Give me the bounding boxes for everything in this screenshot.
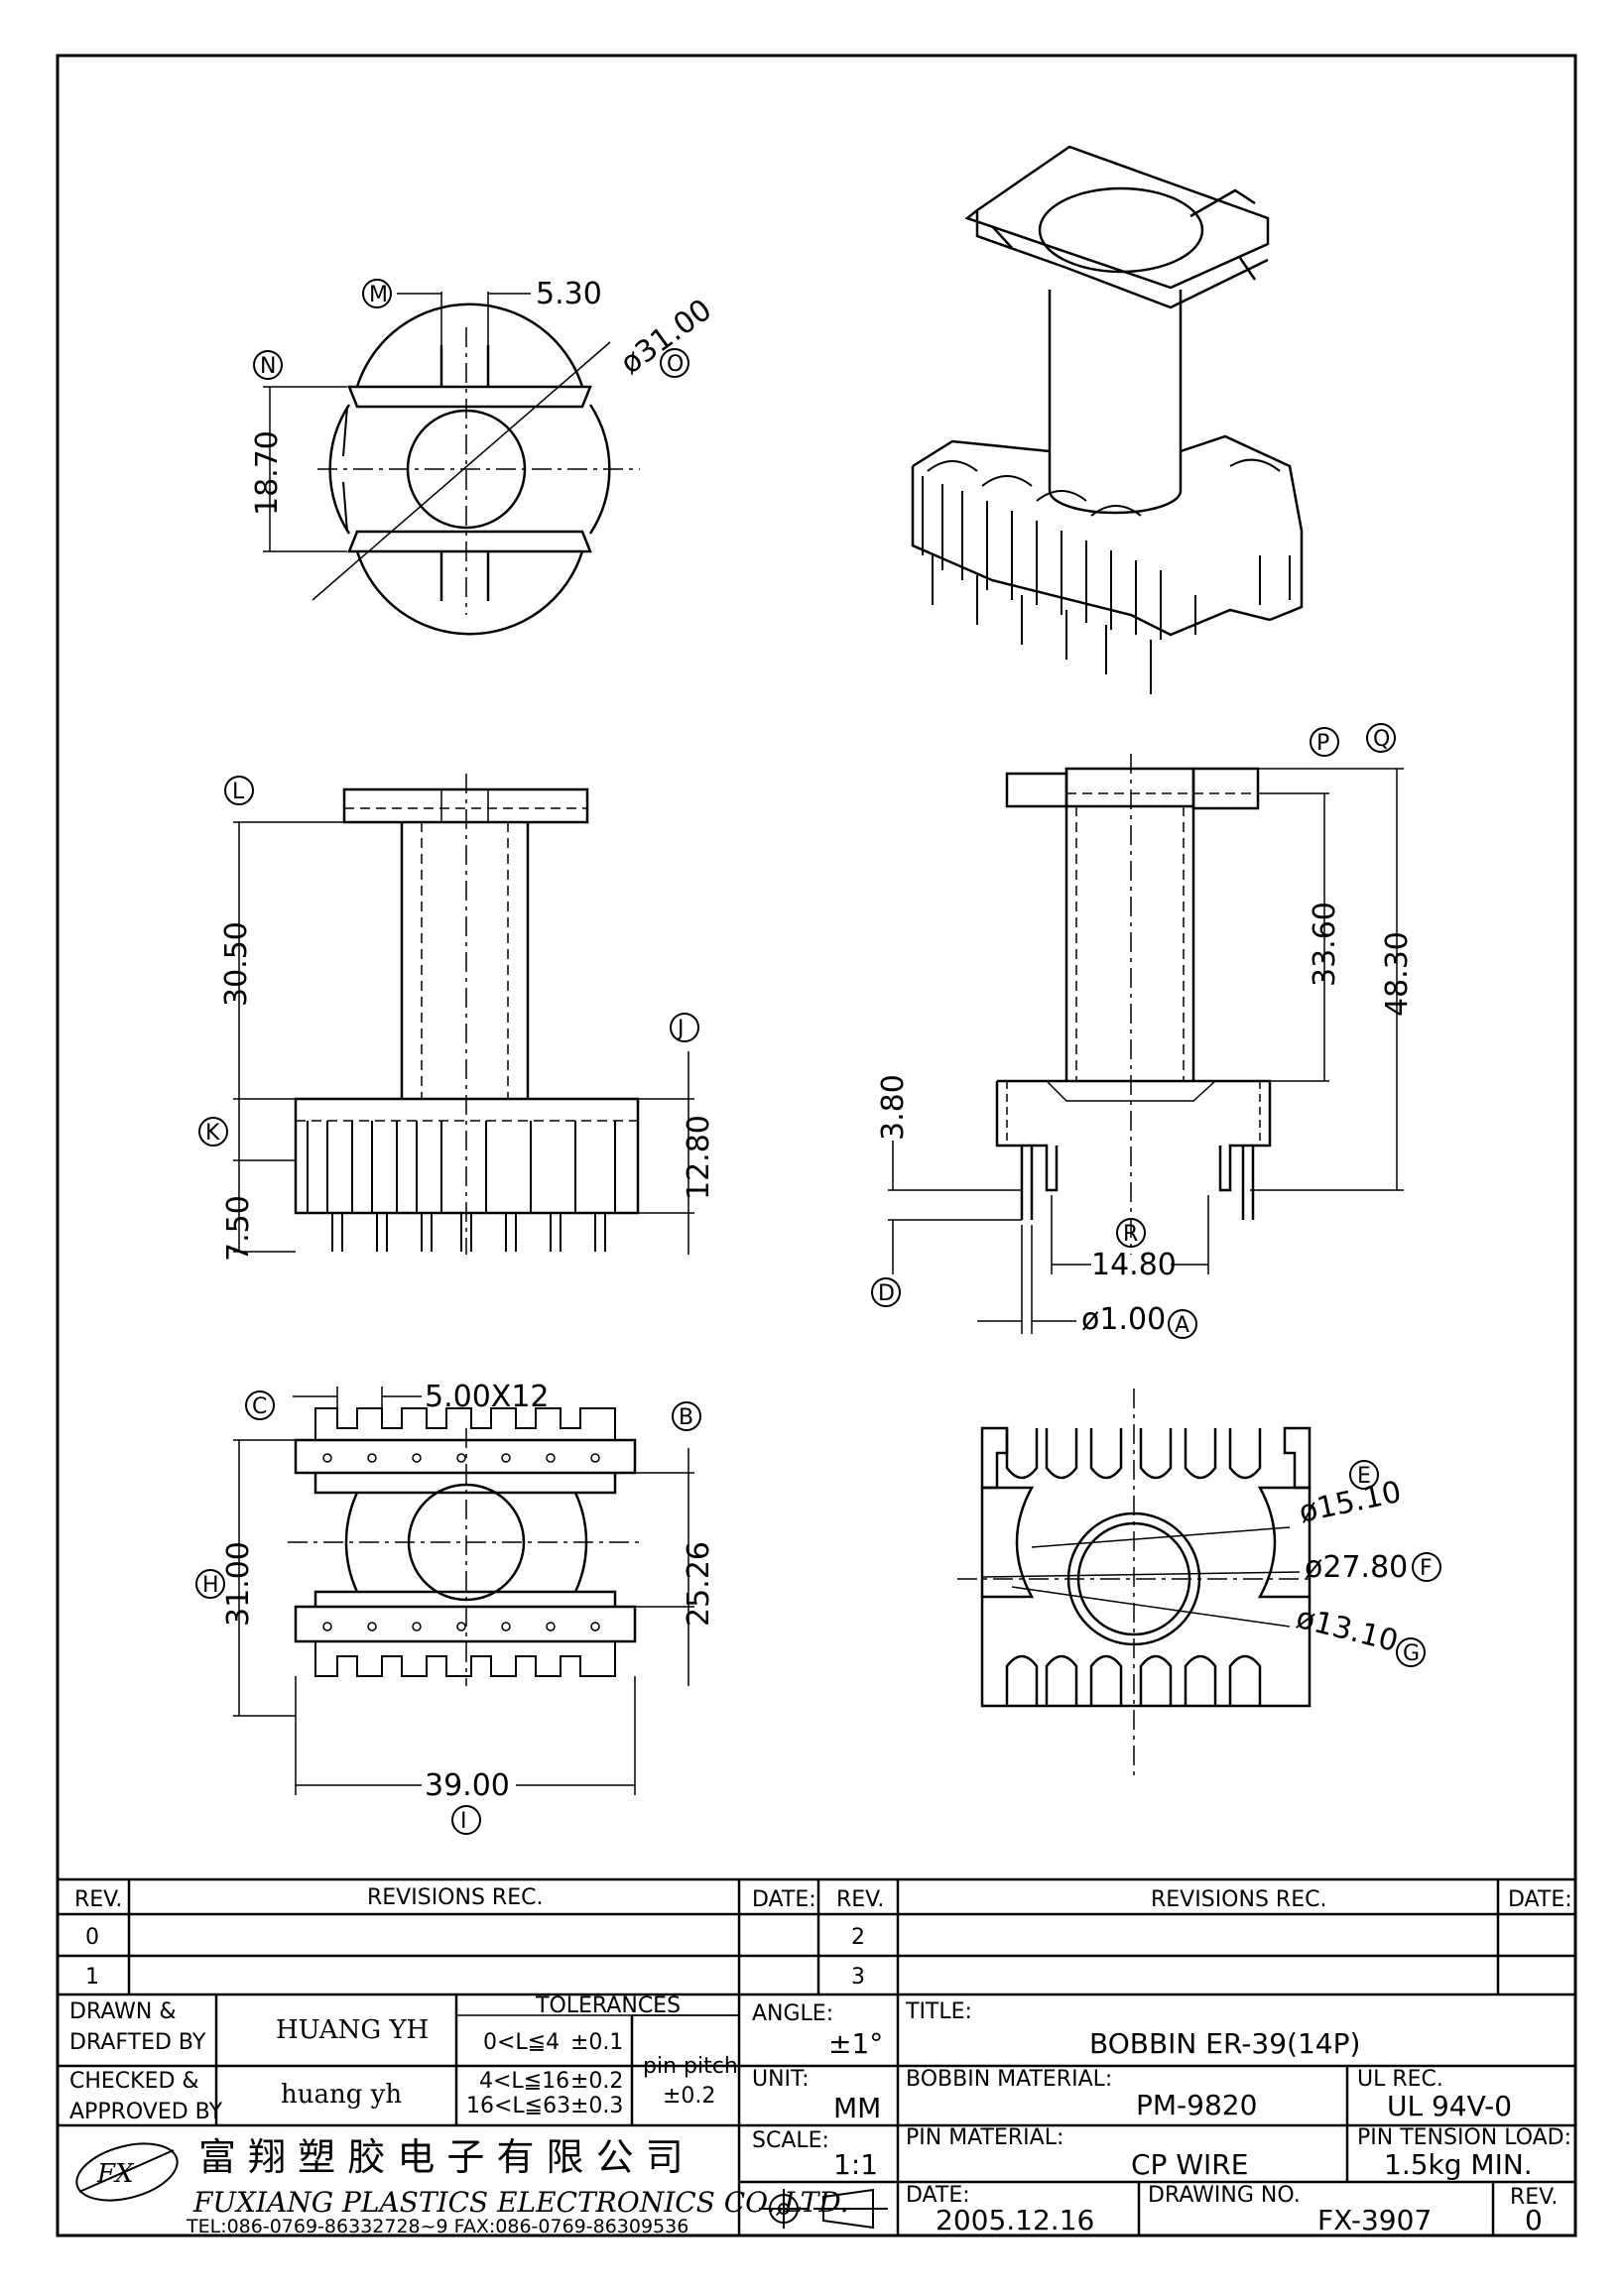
rev-row-right-1: 3 — [851, 1965, 865, 1990]
rev-col-left: REV. — [74, 1887, 122, 1912]
scale-value: 1:1 — [833, 2148, 878, 2181]
ul-value: UL 94V-0 — [1387, 2090, 1512, 2122]
angle-label: ANGLE: — [752, 2001, 833, 2026]
rec-col-right: REVISIONS REC. — [1151, 1887, 1326, 1912]
rev-label: REV. — [1510, 2185, 1558, 2210]
title-value: BOBBIN ER-39(14P) — [1089, 2027, 1360, 2060]
side-dim-total: 48.30 — [1380, 931, 1415, 1017]
bottom-dim-length: 39.00 — [425, 1768, 510, 1803]
pin-dim-outer: ø27.80 — [1305, 1550, 1408, 1585]
sheet-border — [56, 54, 1577, 2237]
side-label-p: P — [1316, 731, 1329, 756]
company-contact: TEL:086-0769-86332728~9 FAX:086-0769-863… — [186, 2216, 688, 2237]
projection-symbol-icon — [759, 2188, 888, 2230]
side-dim-pin-dia: ø1.00 — [1081, 1302, 1166, 1337]
side-view — [871, 723, 1404, 1339]
date-value: 2005.12.16 — [936, 2204, 1094, 2236]
ul-label: UL REC. — [1357, 2067, 1443, 2092]
side-dim-standoff: 3.80 — [876, 1074, 911, 1141]
front-label-top: L — [232, 780, 245, 804]
rev-col-right: REV. — [836, 1887, 884, 1912]
rec-col-left: REVISIONS REC. — [367, 1885, 543, 1910]
top-dim-height: 18.70 — [250, 430, 285, 516]
bottom-label-c: C — [252, 1394, 267, 1419]
bottom-dim-pitch: 5.00X12 — [425, 1380, 550, 1414]
side-label-d: D — [878, 1281, 895, 1306]
front-dim-pin: 7.50 — [221, 1195, 256, 1262]
side-label-r: R — [1123, 1222, 1138, 1247]
title-label: TITLE: — [905, 1999, 972, 2024]
front-view — [198, 774, 699, 1255]
bottom-label-b: B — [679, 1405, 693, 1430]
rev-row-left-0: 0 — [85, 1925, 99, 1950]
pin-label-e: E — [1357, 1464, 1371, 1489]
pin-label-g: G — [1403, 1641, 1420, 1666]
pin-tension: 1.5kg MIN. — [1384, 2148, 1533, 2181]
isometric-view — [911, 145, 1304, 694]
date-col-right: DATE: — [1508, 1887, 1572, 1912]
pin-material-label: PIN MATERIAL: — [906, 2125, 1063, 2150]
tol-range-0: 0<L≦4 — [483, 2030, 560, 2055]
bottom-dim-width: 31.00 — [221, 1541, 256, 1627]
tol-range-2: 16<L≦63 — [466, 2094, 570, 2118]
front-label-pin: K — [205, 1121, 220, 1146]
title-block-grid — [58, 1994, 1575, 2236]
side-dim-span: 14.80 — [1091, 1248, 1177, 1282]
revisions-table — [58, 1877, 1575, 1996]
drawn-label-2: DRAFTED BY — [69, 2030, 206, 2055]
side-label-q: Q — [1373, 727, 1390, 752]
rev-row-right-0: 2 — [851, 1925, 865, 1950]
front-dim-base: 12.80 — [682, 1115, 716, 1200]
unit-value: MM — [833, 2092, 881, 2124]
company-logo — [75, 2142, 179, 2202]
drawing-no: FX-3907 — [1317, 2204, 1432, 2236]
angle-value: ±1° — [828, 2027, 883, 2060]
tol-range-1: 4<L≦16 — [479, 2069, 569, 2094]
scale-label: SCALE: — [752, 2128, 829, 2153]
company-name-en: FUXIANG PLASTICS ELECTRONICS CO.,LTD. — [192, 2186, 849, 2219]
bottom-view — [195, 1387, 701, 1835]
rev-value: 0 — [1525, 2204, 1543, 2236]
date-label: DATE: — [906, 2183, 970, 2208]
side-dim-winding: 33.60 — [1308, 902, 1342, 987]
checked-by: huang yh — [281, 2080, 402, 2110]
drawn-label-1: DRAWN & — [69, 1999, 177, 2024]
top-view — [253, 279, 689, 636]
logo-text: FX — [96, 2159, 135, 2189]
bottom-label-i: I — [460, 1809, 467, 1834]
pin-view — [957, 1389, 1441, 1775]
checked-label-1: CHECKED & — [69, 2069, 199, 2094]
drawn-by: HUANG YH — [276, 2015, 429, 2045]
bobbin-material: PM-9820 — [1136, 2089, 1257, 2121]
bobbin-material-label: BOBBIN MATERIAL: — [906, 2067, 1112, 2092]
bottom-dim-inner: 25.26 — [682, 1541, 716, 1627]
tol-value-2: ±0.3 — [570, 2094, 623, 2118]
top-label-height: N — [260, 354, 276, 379]
front-dim-core: 30.50 — [219, 921, 254, 1007]
tolerances-label: TOLERANCES — [535, 1994, 681, 2018]
tol-value-0: ±0.1 — [570, 2030, 623, 2055]
bottom-label-h: H — [202, 1573, 219, 1598]
pin-tension-label: PIN TENSION LOAD: — [1357, 2125, 1571, 2150]
tol-value-1: ±0.2 — [570, 2069, 623, 2094]
pin-label-f: F — [1420, 1556, 1433, 1581]
pin-pitch-tol: ±0.2 — [663, 2084, 715, 2109]
pin-pitch-label: pin pitch — [643, 2054, 738, 2079]
drawing-no-label: DRAWING NO. — [1148, 2183, 1301, 2208]
top-dim-slot: 5.30 — [536, 277, 602, 311]
date-col-left: DATE: — [752, 1887, 816, 1912]
top-label-diameter: O — [667, 352, 684, 377]
unit-label: UNIT: — [752, 2067, 809, 2092]
rev-row-left-1: 1 — [85, 1965, 99, 1990]
front-label-base: J — [676, 1017, 685, 1041]
checked-label-2: APPROVED BY — [69, 2100, 223, 2124]
pin-dim-inner: ø15.10 — [1296, 1475, 1404, 1530]
top-label-slot: M — [369, 283, 388, 307]
company-name-cn: 富 翔 塑 胶 电 子 有 限 公 司 — [198, 2135, 684, 2179]
side-label-a: A — [1175, 1313, 1189, 1338]
pin-material: CP WIRE — [1131, 2148, 1248, 2181]
